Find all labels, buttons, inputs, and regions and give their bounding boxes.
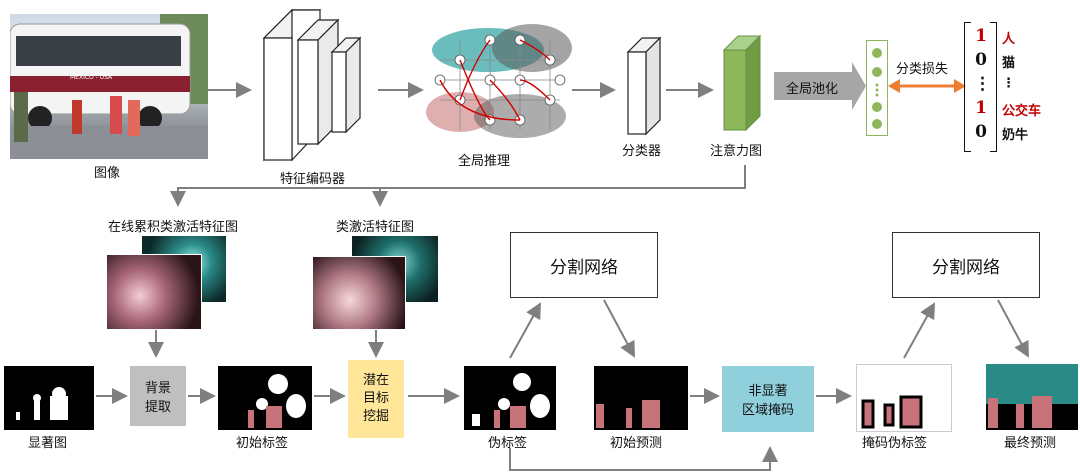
cam-stack bbox=[312, 236, 442, 330]
final-prediction-map bbox=[986, 364, 1078, 430]
class-name: 奶牛 bbox=[1002, 128, 1029, 143]
class-bit: 1 bbox=[975, 98, 987, 118]
pseudo-label-map bbox=[464, 366, 556, 430]
saliency-map bbox=[4, 366, 94, 430]
bus-sign-text: MEXICO - USA bbox=[70, 74, 113, 81]
mining-line-3: 挖掘 bbox=[362, 409, 389, 424]
pooled-vector bbox=[866, 40, 888, 136]
feature-encoder-diagram bbox=[262, 8, 362, 162]
segmentation-network-2: 分割网络 bbox=[892, 232, 1040, 298]
class-name: 公交车 bbox=[1002, 104, 1042, 119]
background-extraction-box: 背景 提取 bbox=[130, 366, 186, 426]
class-bit: 1 bbox=[975, 26, 987, 46]
final-pred-label: 最终预测 bbox=[1004, 436, 1057, 451]
seg-net-1-label: 分割网络 bbox=[550, 257, 618, 278]
class-name: 猫 bbox=[1002, 56, 1016, 71]
class-name: ⋮ bbox=[1002, 76, 1015, 91]
mining-line-2: 目标 bbox=[362, 391, 389, 406]
seg-net-2-label: 分割网络 bbox=[932, 257, 1000, 278]
gap-label: 全局池化 bbox=[786, 82, 839, 97]
image-label: 图像 bbox=[94, 166, 121, 181]
initial-pred-label: 初始预测 bbox=[610, 436, 663, 451]
latent-object-mining-box: 潜在 目标 挖掘 bbox=[348, 360, 404, 438]
classifier-slab bbox=[626, 36, 662, 136]
masked-pseudo-label-text: 掩码伪标签 bbox=[862, 436, 928, 451]
attention-label: 注意力图 bbox=[710, 144, 763, 159]
bg-extract-line-2: 提取 bbox=[144, 400, 171, 415]
pseudo-label-text: 伪标签 bbox=[488, 436, 528, 451]
bg-extract-line-1: 背景 bbox=[144, 381, 171, 396]
input-image: MEXICO - USA bbox=[10, 14, 208, 159]
initial-label-map bbox=[218, 366, 312, 430]
mask-line-1: 非显著 bbox=[748, 384, 788, 399]
right-bracket bbox=[990, 22, 997, 152]
attention-map-slab bbox=[722, 34, 762, 132]
encoder-label: 特征编码器 bbox=[280, 172, 346, 187]
class-bit: ⋮ bbox=[974, 74, 991, 94]
mask-line-2: 区域掩码 bbox=[741, 403, 794, 418]
classifier-label: 分类器 bbox=[622, 144, 662, 159]
online-cam-label: 在线累积类激活特征图 bbox=[108, 220, 239, 235]
class-name: 人 bbox=[1002, 32, 1016, 47]
left-bracket bbox=[964, 22, 971, 152]
initial-prediction-map bbox=[594, 366, 688, 430]
saliency-label: 显著图 bbox=[28, 436, 68, 451]
reasoning-label: 全局推理 bbox=[458, 154, 511, 169]
segmentation-network-1: 分割网络 bbox=[510, 232, 658, 298]
masked-pseudo-label-map bbox=[856, 364, 952, 432]
class-bit: 0 bbox=[975, 122, 987, 142]
mining-line-1: 潜在 bbox=[362, 373, 389, 388]
initial-label-text: 初始标签 bbox=[236, 436, 289, 451]
nonsalient-mask-box: 非显著 区域掩码 bbox=[722, 366, 814, 432]
online-cam-stack bbox=[106, 236, 226, 330]
class-bit: 0 bbox=[975, 50, 987, 70]
loss-label: 分类损失 bbox=[896, 62, 949, 77]
global-reasoning-graph bbox=[426, 24, 572, 138]
cam-label: 类激活特征图 bbox=[336, 220, 415, 235]
